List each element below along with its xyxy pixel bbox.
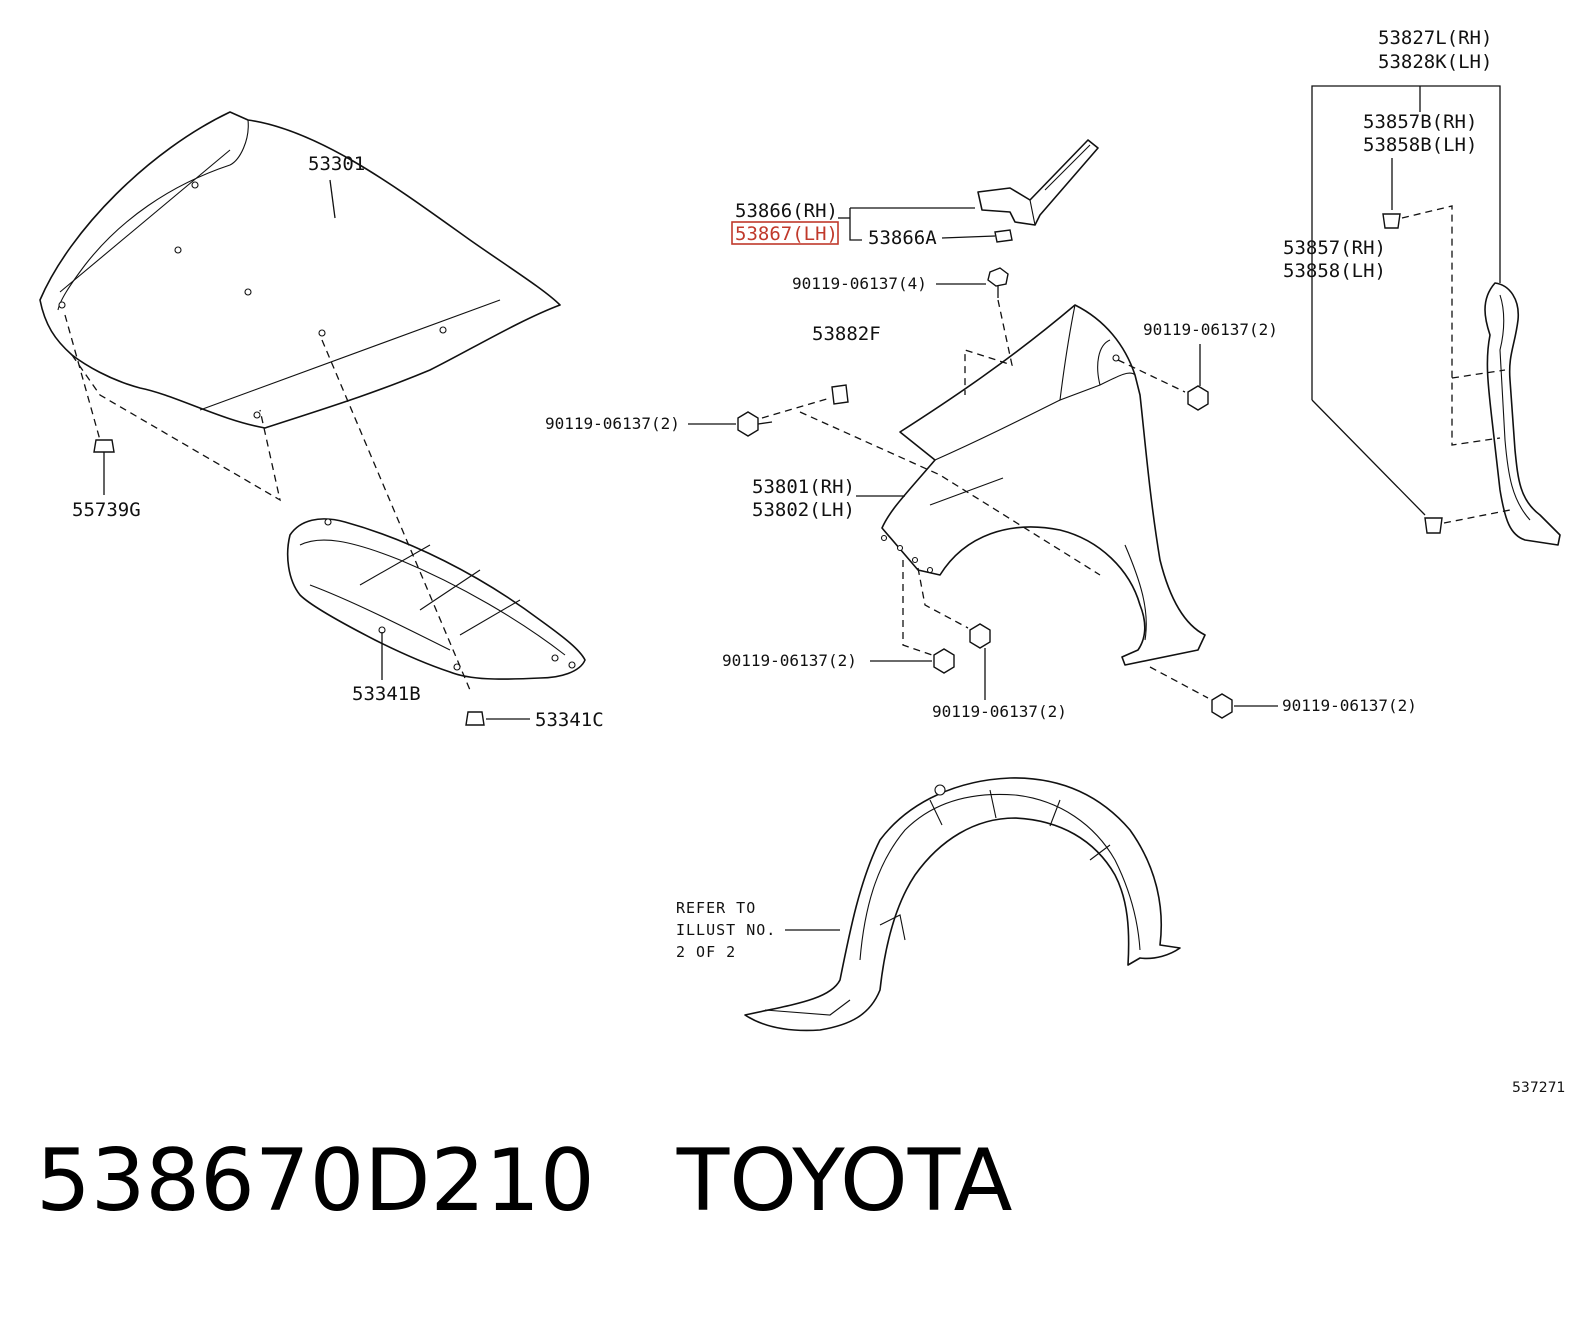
label-bracket-clip: 53866A [868,227,937,249]
front-fender [880,304,1206,666]
hood-panel [39,111,561,429]
label-seal-rh: 53827L(RH) [1378,27,1492,49]
dash-bolt-lower-left [902,560,933,656]
dash-seal-clip [1443,509,1511,524]
seal-clip-icon [1424,517,1443,534]
label-seal-clip-b-rh: 53857B(RH) [1363,111,1477,133]
illustration-number: 537271 [1512,1080,1565,1096]
dash-nut [761,397,831,419]
bolt-lower-left-icon [933,648,955,674]
hood-clip-icon [93,439,115,495]
part-title: 538670D210 TOYOTA [36,1138,1012,1224]
label-hood-clip: 55739G [72,499,141,521]
bolt-lower-right-icon [1211,693,1233,719]
bracket-clip-icon [994,229,1013,243]
fender-bracket [977,139,1099,226]
label-bolt-upper-right: 90119-06137(2) [1143,320,1278,339]
label-seal-clip-lh: 53858(LH) [1283,260,1386,282]
dash-seal-clip-b [1401,205,1501,446]
label-refer-3: 2 OF 2 [676,943,736,961]
dash-bolt-upper-right [1117,359,1186,393]
bracket-bracket-line [849,208,862,241]
label-hood: 53301 [308,153,365,175]
dash-hood-clip [64,314,101,441]
label-seal-lh: 53828K(LH) [1378,51,1492,73]
label-fender-lh: 53802(LH) [752,499,855,521]
highlight-box [731,221,839,245]
bolt-lower-mid-icon [969,623,991,649]
insulator-clip-icon [465,711,530,726]
label-bolt-lower-right: 90119-06137(2) [1282,696,1417,715]
label-insulator-clip: 53341C [535,709,604,731]
nut-icon [831,384,849,405]
label-bolt-left: 90119-06137(2) [545,414,680,433]
label-bolt-lower-mid: 90119-06137(2) [932,702,1067,721]
dash-seal-mid [1451,369,1506,379]
part-number: 538670D210 [36,1131,595,1231]
hood-insulator [286,518,586,680]
leader-bracket-clip [941,235,996,239]
fender-liner [744,777,1181,1032]
bolt-left-icon [737,411,773,437]
dash-bolt-lower-mid [917,567,969,629]
label-seal-clip-b-lh: 53858B(LH) [1363,134,1477,156]
label-bolt-lower-left: 90119-06137(2) [722,651,857,670]
dash-hood-insulator [321,339,471,691]
label-fender-rh: 53801(RH) [752,476,855,498]
label-nut: 53882F [812,323,881,345]
seal-bracket-line [1311,85,1501,400]
leader-seal-clip-lower [1311,399,1426,516]
bolt-icon [987,267,1009,298]
dash-hood-outline [71,354,281,502]
label-hood-insulator: 53341B [352,683,421,705]
brand-name: TOYOTA [676,1131,1013,1231]
dash-bolt-lower-right [1149,666,1209,699]
leader-hood [329,179,336,219]
label-refer-1: REFER TO [676,899,756,917]
dash-fender-lower [799,411,1101,576]
label-seal-clip-rh: 53857(RH) [1283,237,1386,259]
fender-seal [1484,282,1561,546]
bolt-upper-right-icon [1187,385,1209,411]
dash-bolt-4 [964,299,1013,395]
label-bolt-4: 90119-06137(4) [792,274,927,293]
label-refer-2: ILLUST NO. [676,921,776,939]
seal-clip-b-icon [1382,213,1401,229]
label-bracket-rh: 53866(RH) [735,200,838,222]
label-bracket-lh: 53867(LH) [735,223,838,245]
